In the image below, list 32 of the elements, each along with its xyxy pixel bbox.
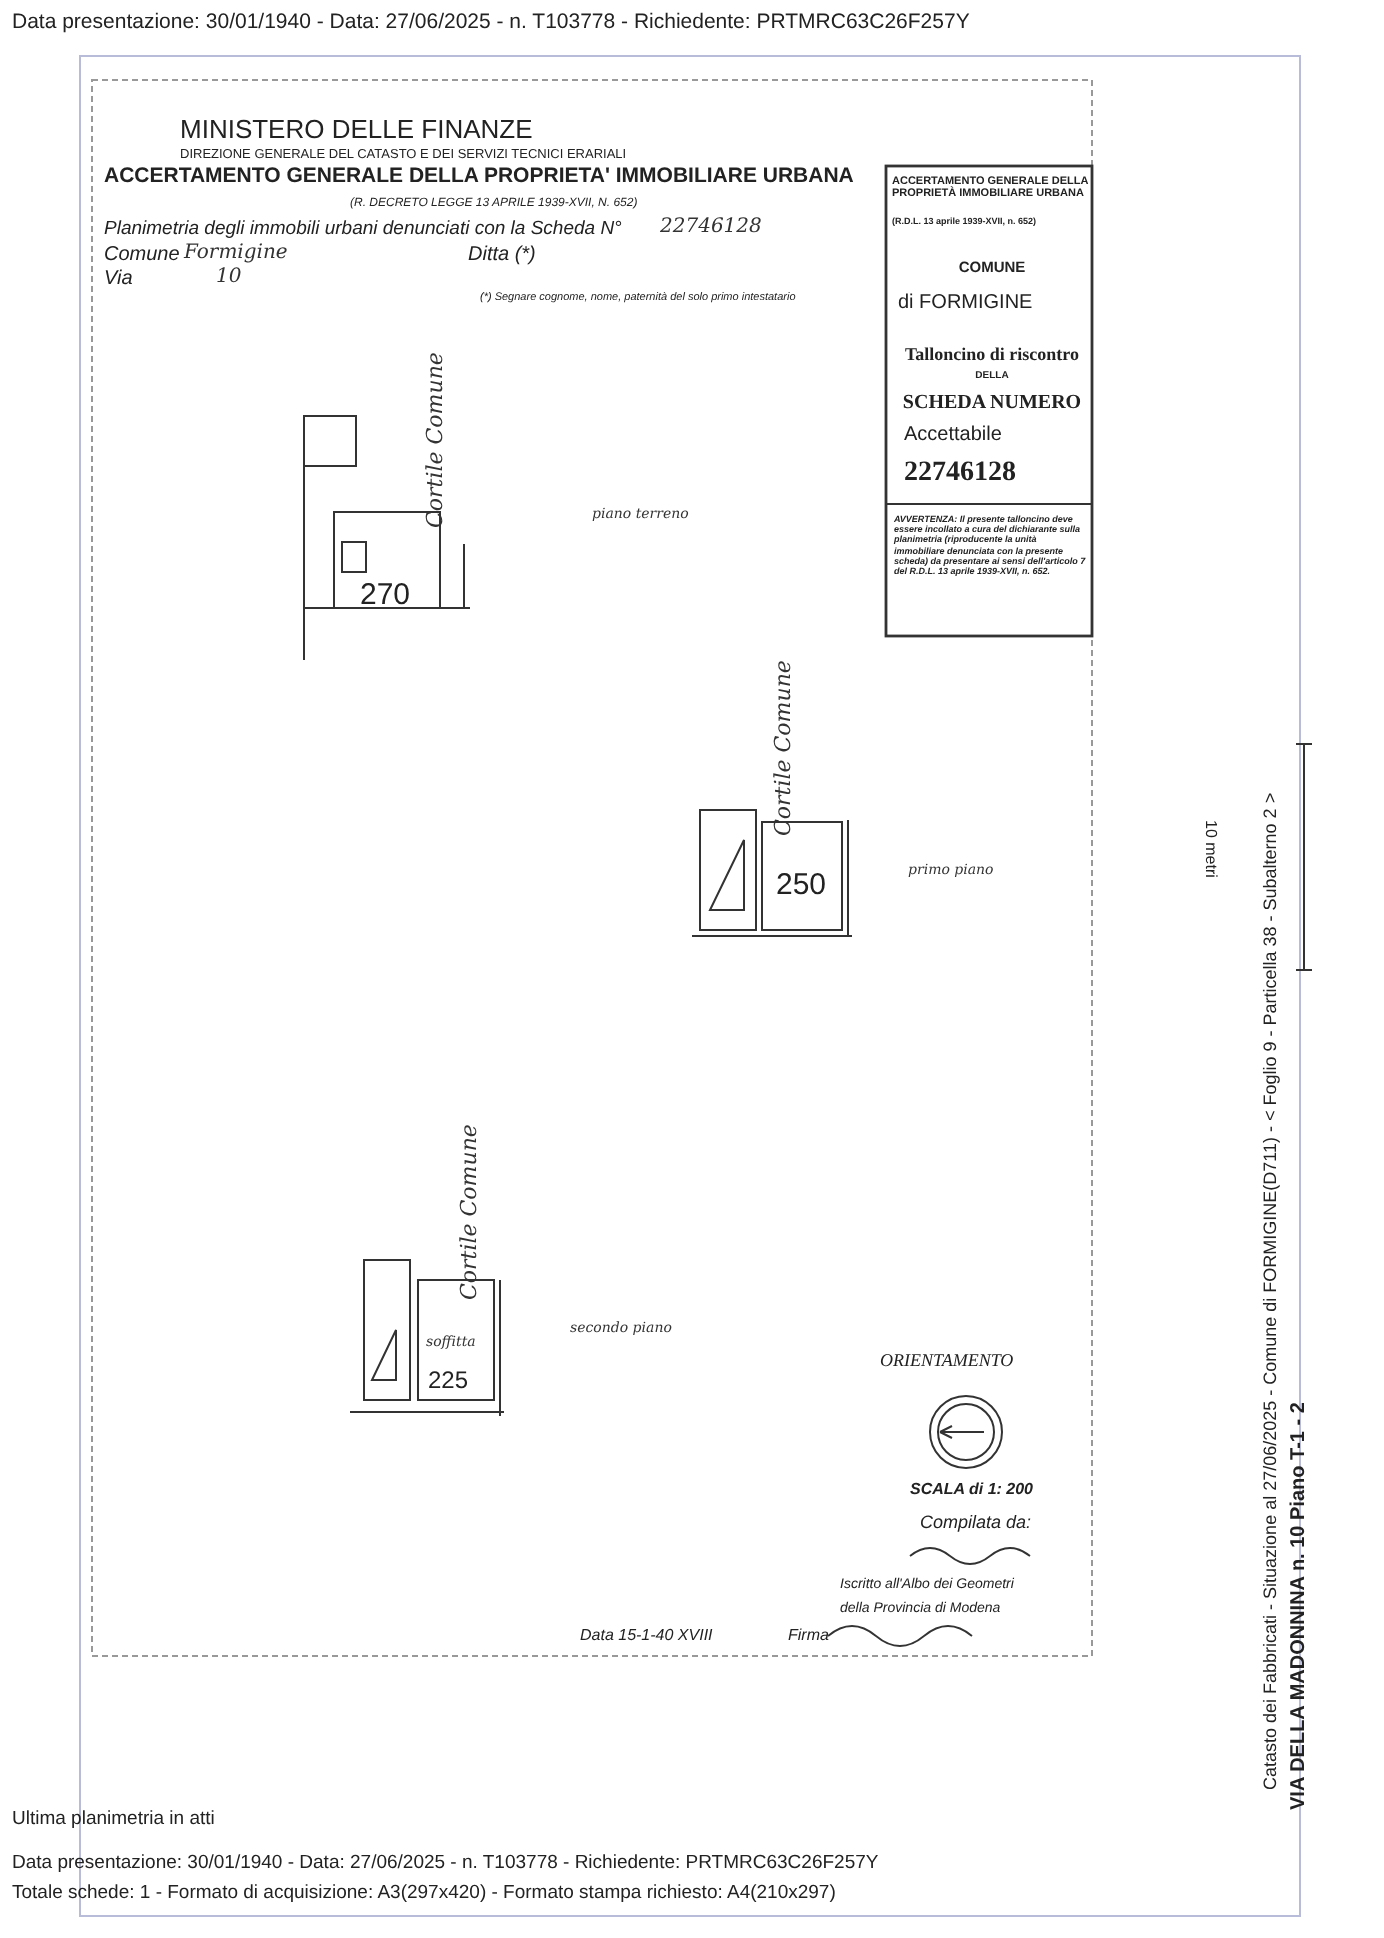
area-number: 225 bbox=[428, 1368, 471, 1396]
stub-number: 22746128 bbox=[904, 458, 1018, 491]
form-field-label: Via bbox=[104, 268, 135, 291]
compiler-label: Compilata da: bbox=[920, 1512, 1034, 1533]
form-field-label: Comune bbox=[104, 244, 182, 267]
date-field: Data 15-1-40 XVIII bbox=[580, 1626, 780, 1645]
signature-label: Firma bbox=[788, 1626, 831, 1645]
area-number: 250 bbox=[776, 868, 829, 903]
handwritten-text: Formigine bbox=[184, 242, 290, 265]
document-title: ACCERTAMENTO GENERALE DELLA PROPRIETA' IMMOBILIARE URBANA bbox=[104, 164, 856, 189]
form-field-label: Planimetria degli immobili urbani denunciati con la Scheda N° bbox=[104, 220, 624, 242]
footer-note: Ultima planimetria in atti bbox=[12, 1810, 217, 1832]
stub-municipality: di FORMIGINE bbox=[898, 292, 1035, 315]
handwritten-number: 10 bbox=[216, 266, 244, 289]
stamp-text: Accettabile bbox=[904, 424, 1004, 447]
form-field-label: Ditta (*) bbox=[468, 244, 538, 267]
orientation-heading: ORIENTAMENTO bbox=[880, 1350, 1016, 1371]
header-line: Data presentazione: 30/01/1940 - Data: 27/06/2025 - n. T103778 - Richiedente: PRTMRC63C26F257Y bbox=[12, 10, 972, 35]
area-number: 270 bbox=[360, 578, 413, 613]
handwritten-number: 22746128 bbox=[660, 216, 764, 239]
address-line: VIA DELLA MADONNINA n. 10 Piano T-1 - 2 bbox=[1288, 1402, 1311, 1810]
ministry-heading: MINISTERO DELLE FINANZE bbox=[180, 116, 535, 146]
stub-heading: Talloncino di riscontro bbox=[902, 344, 1082, 365]
footer-line: Totale schede: 1 - Formato di acquisizione: A3(297x420) - Formato stampa richiesto: A4(210x297) bbox=[12, 1884, 838, 1906]
stub-heading: SCHEDA NUMERO bbox=[900, 392, 1084, 415]
scale-note: SCALA di 1: 200 bbox=[910, 1480, 1035, 1499]
scale-bar-label: 10 metri bbox=[1201, 820, 1220, 878]
courtyard-label: Cortile Comune bbox=[424, 352, 450, 528]
courtyard-label: Cortile Comune bbox=[458, 1124, 484, 1300]
cadastre-reference: Catasto dei Fabbricati - Situazione al 27/06/2025 - Comune di FORMIGINE(D711) - < Foglio 9 - Particella 38 - Subalterno 2 > bbox=[1260, 792, 1281, 1790]
courtyard-label: Cortile Comune bbox=[772, 660, 798, 836]
footer-line: Data presentazione: 30/01/1940 - Data: 27/06/2025 - n. T103778 - Richiedente: PRTMRC63C26F257Y bbox=[12, 1854, 881, 1876]
